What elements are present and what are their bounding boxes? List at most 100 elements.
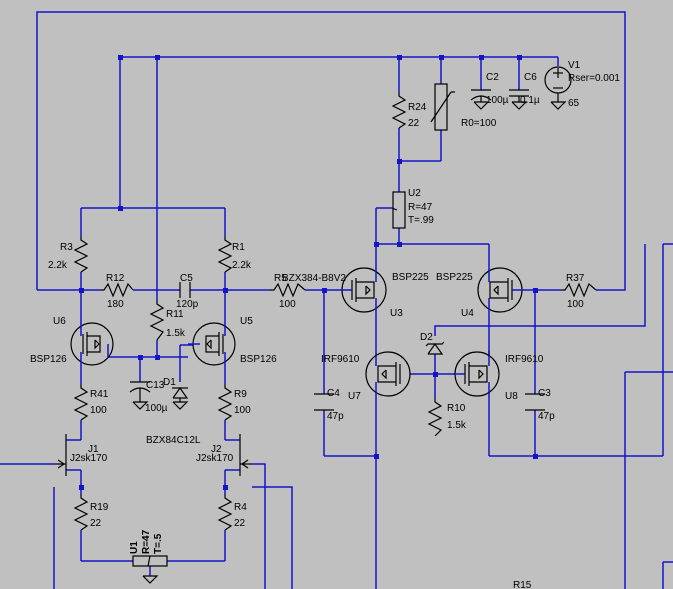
label-D2-ref: D2 (420, 332, 433, 343)
jfet-J2[interactable] (239, 434, 252, 476)
label-U7-model: IRF9610 (321, 354, 360, 365)
label-C6-value: 0.1µ (520, 95, 540, 106)
labels: R3 2.2k R12 180 C5 120p R1 2.2k R5 BZX38… (30, 60, 620, 589)
label-C5-ref: C5 (180, 273, 193, 284)
label-U6-ref: U6 (53, 316, 66, 327)
label-U5-ref: U5 (240, 316, 253, 327)
label-R0: R0=100 (461, 118, 497, 129)
resistor-R4[interactable] (217, 494, 233, 531)
potentiometer-U1[interactable] (132, 555, 168, 584)
capacitor-C6[interactable] (509, 89, 529, 110)
mosfet-U3[interactable] (340, 267, 387, 313)
label-R4-ref: R4 (234, 502, 247, 513)
label-D1-ref: D1 (163, 377, 176, 388)
resistor-R9[interactable] (217, 384, 233, 421)
label-R1-ref: R1 (232, 242, 245, 253)
label-R19-value: 22 (90, 518, 102, 529)
label-U1-t: T=.5 (153, 533, 164, 554)
capacitor-C4[interactable] (314, 393, 334, 411)
label-R12-value: 180 (107, 299, 124, 310)
label-C4-value: 47p (327, 411, 344, 422)
label-U1-r: R=47 (141, 529, 152, 554)
label-R19-ref: R19 (90, 502, 109, 513)
label-R37-value: 100 (567, 299, 584, 310)
resistor-R41[interactable] (73, 384, 89, 421)
zener-diode-D2[interactable] (425, 341, 445, 355)
label-U3-ref: U3 (390, 308, 403, 319)
label-R11-value: 1.5k (166, 328, 186, 339)
label-R10-value: 1.5k (447, 420, 467, 431)
label-R11-ref: R11 (166, 309, 184, 320)
mosfet-U6[interactable] (70, 320, 114, 368)
label-D2-part: BZX384-B8V2 (282, 273, 346, 284)
label-J1-ref: J1 (88, 444, 99, 455)
label-C4-ref: C4 (327, 388, 340, 399)
label-R9-ref: R9 (234, 389, 247, 400)
label-C5-value: 120p (176, 299, 199, 310)
label-R41-ref: R41 (90, 389, 109, 400)
potentiometer-U2[interactable] (391, 191, 406, 229)
label-R15-ref: R15 (513, 580, 532, 589)
label-R24-value: 22 (408, 118, 420, 129)
label-J1-model: J2sk170 (70, 453, 108, 464)
label-R5-ref: R5 (274, 273, 287, 284)
capacitor-C5[interactable] (179, 282, 191, 298)
label-U4-ref: U4 (461, 308, 474, 319)
label-R3-value: 2.2k (48, 260, 68, 271)
jfet-J1[interactable] (54, 434, 67, 476)
voltage-source-V1[interactable] (544, 66, 572, 110)
label-C13-value: 100µ (145, 403, 168, 414)
capacitor-C13[interactable] (129, 381, 151, 410)
label-J2-ref: J2 (211, 444, 222, 455)
mosfet-U7[interactable] (365, 351, 411, 397)
resistor-R10[interactable] (427, 398, 443, 437)
thermistor-R0[interactable] (430, 83, 455, 131)
label-C13-ref: C13 (146, 380, 165, 391)
mosfet-U4[interactable] (477, 267, 535, 313)
resistor-R19[interactable] (73, 494, 89, 531)
label-U7-ref: U7 (348, 391, 361, 402)
label-J2-model: J2sk170 (196, 453, 234, 464)
label-C2-value: 100µ (486, 95, 509, 106)
resistor-R1[interactable] (217, 236, 233, 273)
label-R24-ref: R24 (408, 102, 427, 113)
label-U5-model: BSP126 (240, 354, 277, 365)
label-D1-model: BZX84C12L (146, 435, 201, 446)
label-R5-value: 100 (279, 299, 296, 310)
label-R4-value: 22 (234, 518, 246, 529)
label-R37-ref: R37 (566, 273, 585, 284)
capacitor-C2[interactable] (470, 89, 492, 110)
label-C3-value: 47p (538, 411, 555, 422)
mosfet-U8[interactable] (454, 351, 500, 397)
label-R3-ref: R3 (60, 242, 73, 253)
resistor-R3[interactable] (73, 236, 89, 273)
label-V1-ref: V1 (568, 60, 581, 71)
label-U4-model: BSP225 (436, 272, 473, 283)
resistor-R11[interactable] (149, 300, 165, 341)
label-R1-value: 2.2k (232, 260, 252, 271)
resistor-R37[interactable] (561, 282, 597, 298)
label-R12-ref: R12 (106, 273, 125, 284)
label-U1-ref: U1 (129, 541, 140, 554)
label-V1-rser: Rser=0.001 (568, 73, 620, 84)
capacitor-C3[interactable] (525, 393, 545, 411)
resistor-R5[interactable] (270, 282, 306, 298)
label-C6-ref: C6 (524, 72, 537, 83)
label-C2-ref: C2 (486, 72, 499, 83)
label-U2-ref: U2 (408, 188, 421, 199)
resistor-R24[interactable] (391, 92, 407, 129)
label-U8-model: IRF9610 (505, 354, 544, 365)
resistor-R12[interactable] (100, 282, 134, 298)
label-R9-value: 100 (234, 405, 251, 416)
label-U3-model: BSP225 (392, 272, 429, 283)
junctions (79, 55, 538, 490)
label-C3-ref: C3 (538, 388, 551, 399)
label-R10-ref: R10 (447, 403, 466, 414)
mosfet-U5[interactable] (188, 320, 236, 368)
zener-diode-D1[interactable] (172, 386, 189, 410)
label-U2-t: T=.99 (408, 215, 434, 226)
label-V1-value: 65 (568, 98, 580, 109)
label-U2-r: R=47 (408, 202, 433, 213)
label-R41-value: 100 (90, 405, 107, 416)
label-U8-ref: U8 (505, 391, 518, 402)
